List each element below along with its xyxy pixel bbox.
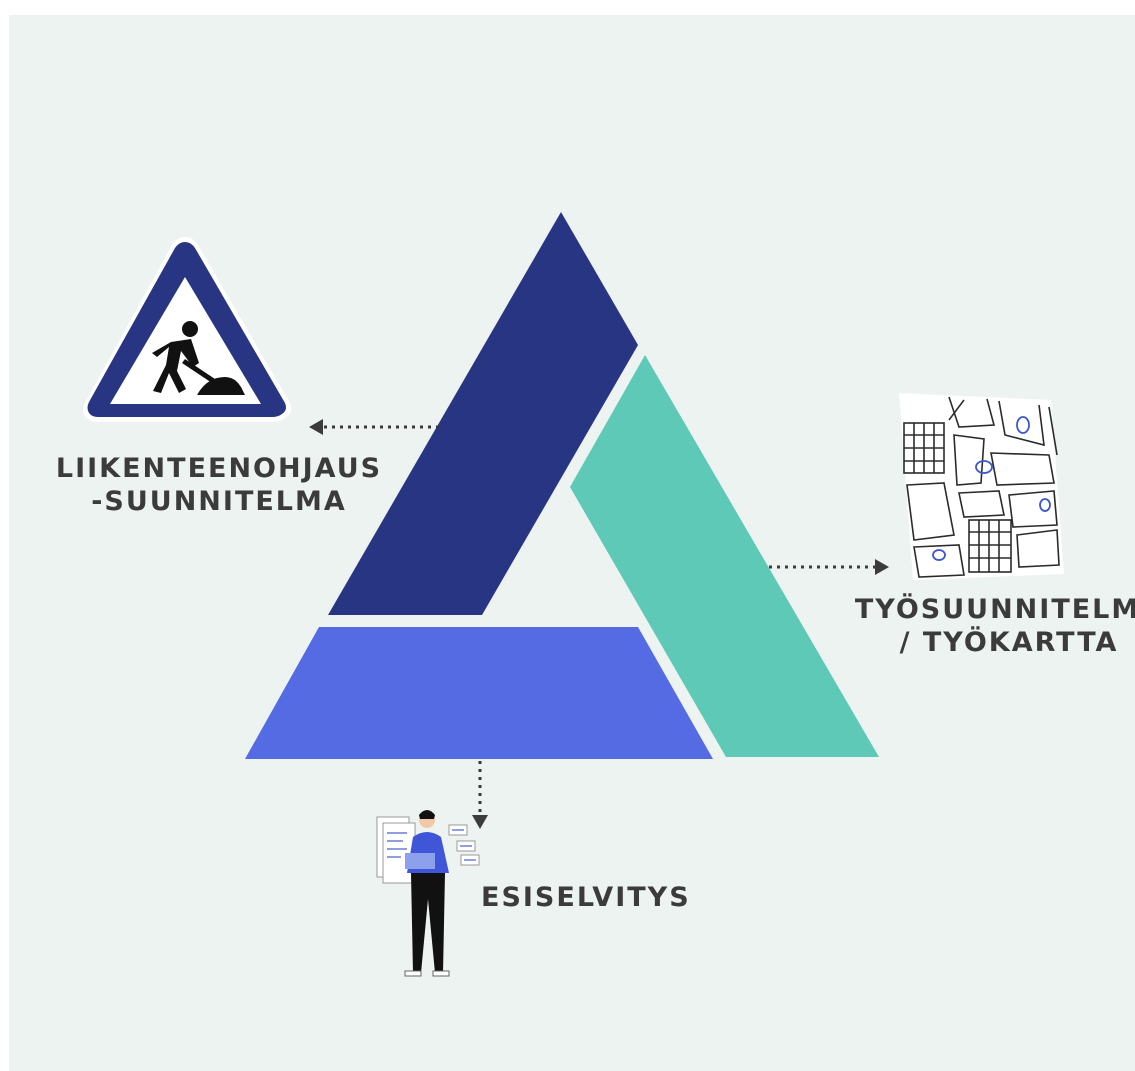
diagram-canvas: LIIKENTEENOHJAUS -SUUNNITELMA TYÖSUUNNIT… xyxy=(9,15,1135,1071)
work-plan-label: TYÖSUUNNITELMA / TYÖKARTTA xyxy=(829,593,1135,659)
arrow-to-work-plan xyxy=(769,559,889,575)
segment-traffic-plan xyxy=(328,212,638,615)
triangle-diagram xyxy=(83,212,1064,977)
person-with-documents-icon xyxy=(376,810,480,977)
pre-study-label: ESISELVITYS xyxy=(481,882,691,913)
traffic-plan-label: LIIKENTEENOHJAUS -SUUNNITELMA xyxy=(49,452,389,518)
work-plan-label-line2: / TYÖKARTTA xyxy=(899,627,1119,658)
traffic-plan-label-line2: -SUUNNITELMA xyxy=(91,486,347,517)
roadwork-warning-sign-icon xyxy=(83,237,292,422)
traffic-plan-label-line1: LIIKENTEENOHJAUS xyxy=(55,453,383,484)
arrow-to-traffic-plan xyxy=(309,419,439,435)
segment-work-plan xyxy=(570,355,879,757)
work-plan-label-line1: TYÖSUUNNITELMA xyxy=(854,594,1135,625)
segment-pre-study xyxy=(245,627,713,759)
arrow-to-pre-study xyxy=(472,761,488,829)
street-map-sketch-icon xyxy=(899,393,1064,580)
